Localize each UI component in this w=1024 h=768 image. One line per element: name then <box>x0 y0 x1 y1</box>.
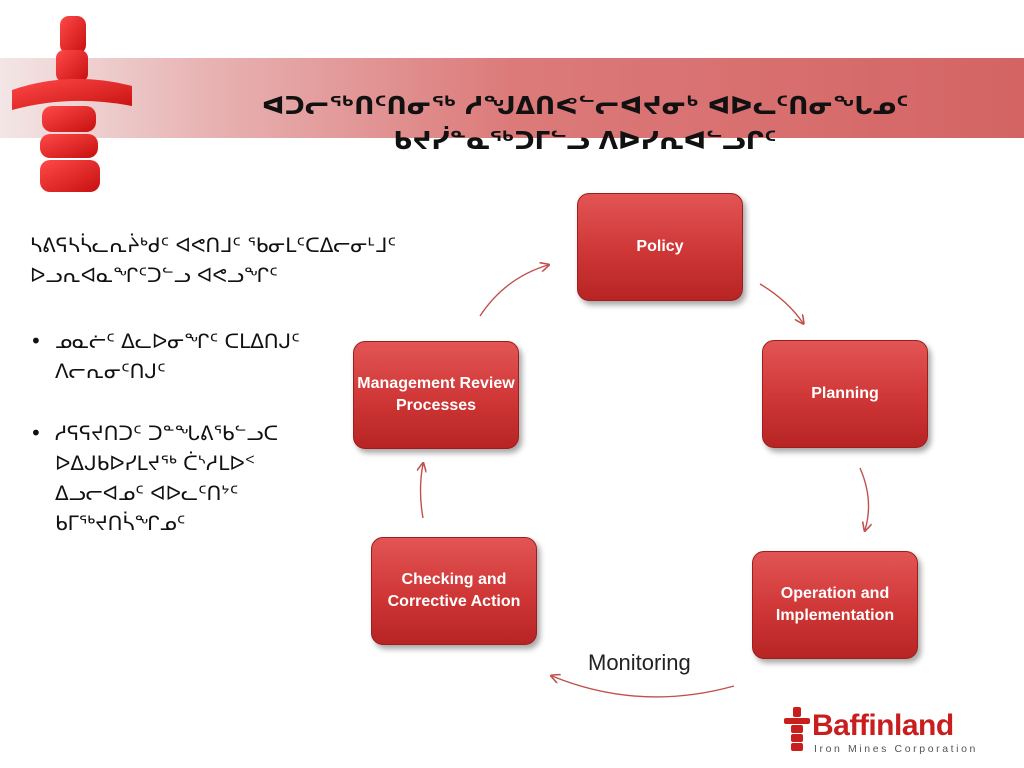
title-banner <box>0 58 1024 138</box>
bullet-icon: • <box>30 329 42 353</box>
node-operation: Operation and Implementation <box>752 551 918 659</box>
bullet-item: • ᓄᓇᓖᑦ ᐃᓚᐅᓂᖏᑦ ᑕᒪᐃᑎᒍᑦ ᐱᓕᕆᓂᑦᑎᒍᑦ <box>30 326 350 386</box>
page-title: ᐊᑐᓕᖅᑎᑦᑎᓂᖅ ᓱᖑᐃᑎᕙᓪᓕᐊᔪᓂᒃ ᐊᐅᓚᑦᑎᓂᖓᓄᑦ ᑲᔪᓰᓐᓇᖅᑐᒥ… <box>160 88 1010 158</box>
intro-text: ᓴᕕᕋᓴᓵᓚᕆᔩᒃᑯᑦ ᐊᕙᑎᒧᑦ ᖃᓂᒪᑦᑕᐃᓕᓂᒻᒧᑦ ᐅᓗᕆᐊᓇᖏᑦᑐᓪᓗ… <box>30 233 397 287</box>
node-review: Management Review Processes <box>353 341 519 449</box>
node-checking: Checking and Corrective Action <box>371 537 537 645</box>
inuksuk-logo-icon <box>12 16 132 192</box>
node-label: Policy <box>636 238 684 255</box>
node-label: Operation and Implementation <box>775 585 895 624</box>
baffinland-logo: Baffinland Iron Mines Corporation <box>782 705 1002 760</box>
node-label: Planning <box>811 385 879 402</box>
arrow-policy-to-planning <box>759 283 803 323</box>
bullet-list: • ᓄᓇᓖᑦ ᐃᓚᐅᓂᖏᑦ ᑕᒪᐃᑎᒍᑦ ᐱᓕᕆᓂᑦᑎᒍᑦ • ᓱᕋᕋᔪᑎᑐᑦ … <box>30 326 350 570</box>
arrow-planning-to-operation <box>859 467 869 530</box>
node-label: Management Review Processes <box>357 375 515 414</box>
logo-name: Baffinland <box>812 709 954 742</box>
bullet-icon: • <box>30 421 42 445</box>
bullet-text: ᓱᕋᕋᔪᑎᑐᑦ ᑐᓐᖓᕕᖃᓪᓗᑕ ᐅᐃᒍᑲᐅᓯᒪᔪᖅ ᑖᔅᓱᒪᐅᑉ ᐃᓗᓕᐊᓄᑦ… <box>55 421 279 535</box>
bullet-text: ᓄᓇᓖᑦ ᐃᓚᐅᓂᖏᑦ ᑕᒪᐃᑎᒍᑦ ᐱᓕᕆᓂᑦᑎᒍᑦ <box>55 329 300 383</box>
monitoring-label: Monitoring <box>588 650 691 675</box>
arrow-review-to-policy <box>479 265 548 317</box>
inuksuk-small-icon <box>784 707 810 751</box>
title-line-1: ᐊᑐᓕᖅᑎᑦᑎᓂᖅ ᓱᖑᐃᑎᕙᓪᓕᐊᔪᓂᒃ ᐊᐅᓚᑦᑎᓂᖓᓄᑦ <box>261 91 909 120</box>
node-policy: Policy <box>577 193 743 301</box>
arrow-operation-to-checking <box>552 676 735 698</box>
node-planning: Planning <box>762 340 928 448</box>
logo-subtitle: Iron Mines Corporation <box>814 743 978 755</box>
node-label: Checking and Corrective Action <box>387 571 521 610</box>
title-line-2: ᑲᔪᓰᓐᓇᖅᑐᒥᓪᓗ ᐱᐅᓯᕆᐊᓪᓗᒋᑦ <box>393 126 777 155</box>
arrow-checking-to-review <box>421 464 424 519</box>
bullet-item: • ᓱᕋᕋᔪᑎᑐᑦ ᑐᓐᖓᕕᖃᓪᓗᑕ ᐅᐃᒍᑲᐅᓯᒪᔪᖅ ᑖᔅᓱᒪᐅᑉ ᐃᓗᓕᐊ… <box>30 418 350 538</box>
